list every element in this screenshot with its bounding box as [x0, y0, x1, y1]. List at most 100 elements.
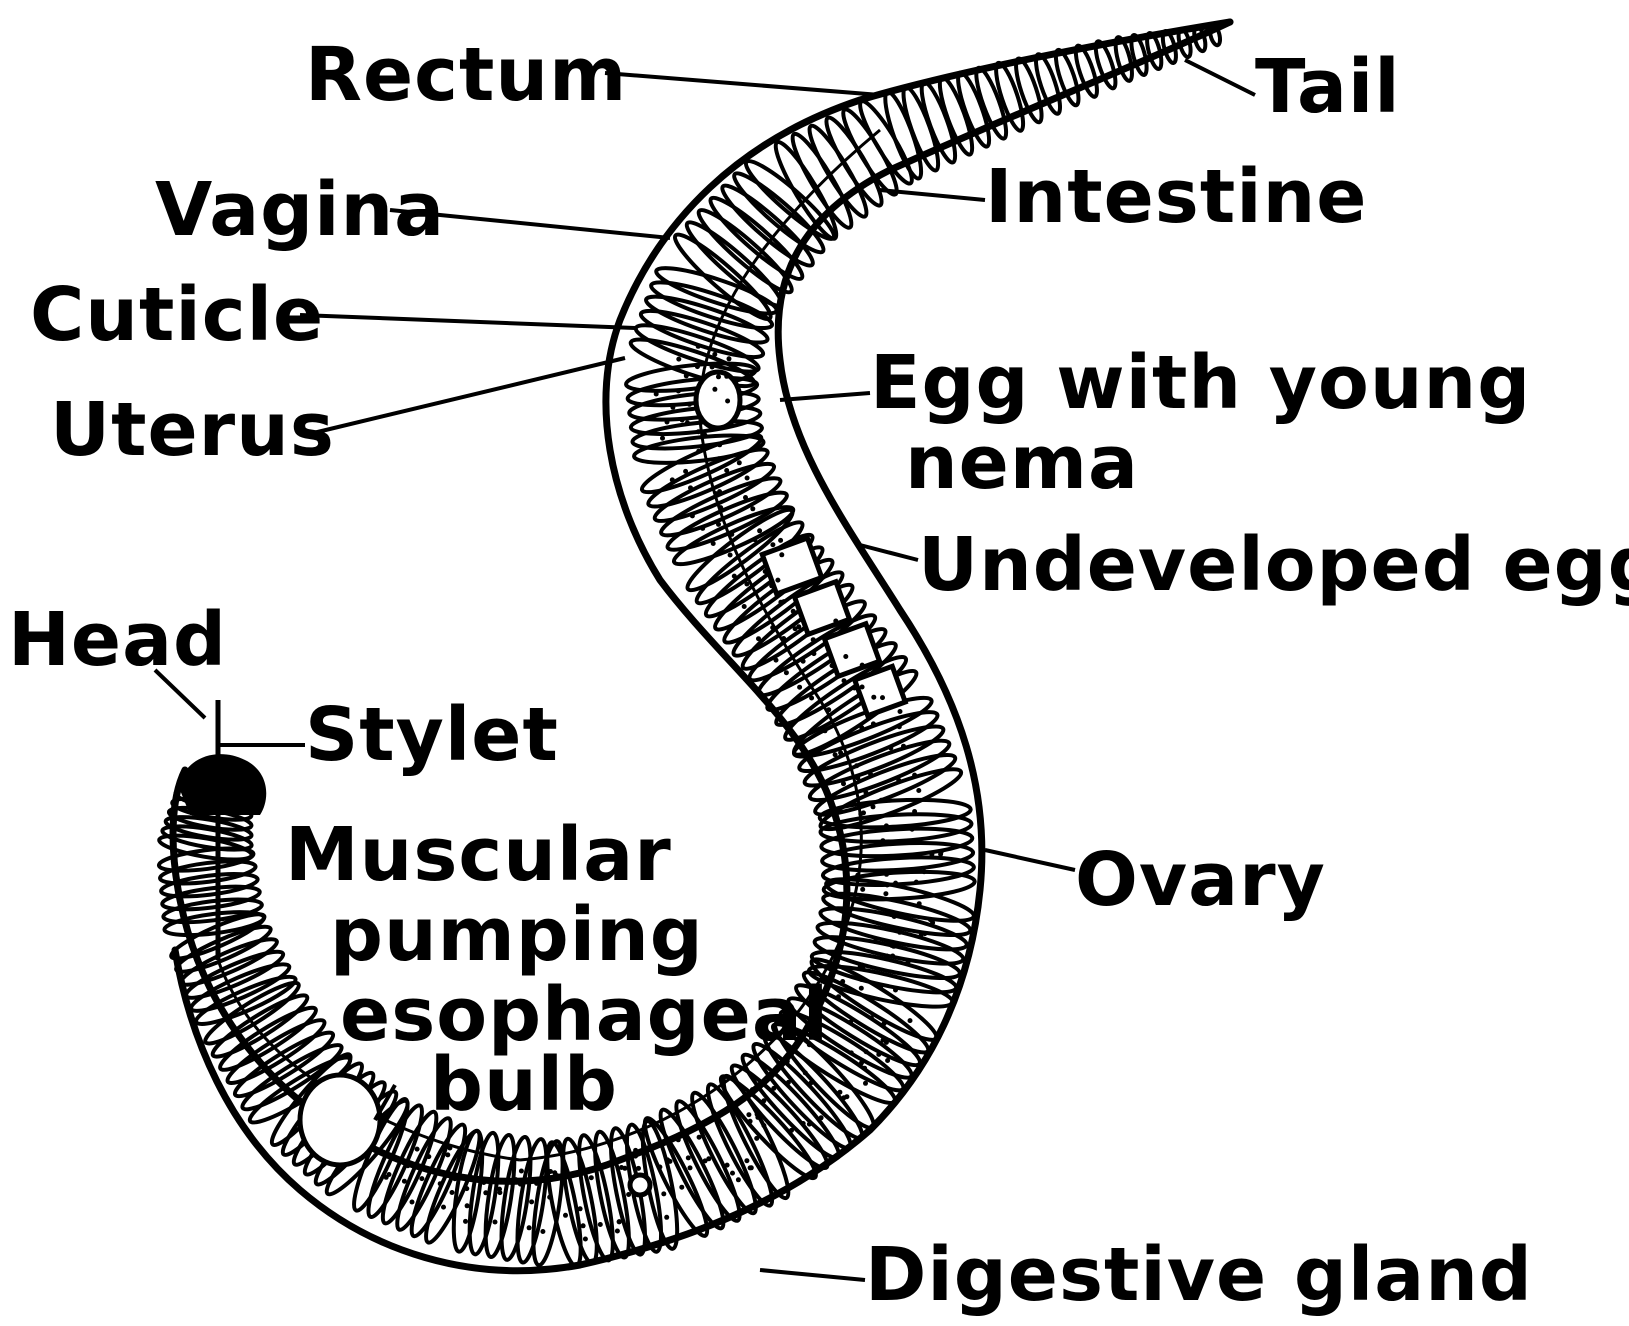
stipple-dot: [548, 1169, 553, 1174]
stipple-dot: [871, 695, 876, 700]
stipple-dot: [684, 373, 689, 378]
stipple-dot: [598, 1222, 603, 1227]
stipple-dot: [896, 778, 901, 783]
leader-uterus: [305, 358, 625, 435]
label-undeveloped-egg: Undeveloped egg: [918, 522, 1629, 608]
label-ovary: Ovary: [1075, 837, 1326, 923]
stipple-dot: [702, 433, 707, 438]
stipple-dot: [823, 728, 828, 733]
stipple-dot: [695, 364, 700, 369]
stipple-dot: [756, 636, 761, 641]
stipple-dot: [685, 420, 690, 425]
stipple-dot: [895, 825, 900, 830]
stipple-dot: [859, 977, 864, 982]
stipple-dot: [855, 873, 860, 878]
annulation-ring: [836, 105, 903, 200]
stipple-dot: [774, 658, 779, 663]
stipple-dot: [885, 954, 890, 959]
leader-rectum: [605, 73, 880, 95]
stipple-dot: [743, 495, 748, 500]
label-muscular-line4: bulb: [430, 1042, 618, 1128]
stipple-dot: [665, 420, 670, 425]
stipple-dot: [884, 823, 889, 828]
stipple-dot: [876, 1052, 881, 1057]
stipple-dot: [690, 513, 695, 518]
stipple-dot: [848, 1020, 853, 1025]
stipple-dot: [668, 1159, 673, 1164]
stipple-dot: [873, 939, 878, 944]
stipple-dot: [914, 880, 919, 885]
stipple-dot: [465, 1203, 470, 1208]
stipple-dot: [849, 1050, 854, 1055]
stipple-dot: [939, 850, 944, 855]
stipple-dot: [757, 528, 762, 533]
stipple-dot: [578, 1206, 583, 1211]
stipple-dot: [880, 838, 885, 843]
stipple-dot: [859, 986, 864, 991]
stipple-dot: [809, 696, 814, 701]
stipple-dot: [712, 387, 717, 392]
stipple-dot: [868, 772, 873, 777]
stipple-dot: [737, 460, 742, 465]
stipple-dot: [929, 852, 934, 857]
stipple-dot: [906, 959, 911, 964]
stipple-dot: [744, 1158, 749, 1163]
label-digestive-gland: Digestive gland: [865, 1232, 1533, 1318]
stipple-dot: [778, 538, 783, 543]
stipple-dot: [696, 449, 701, 454]
stipple-dot: [859, 725, 864, 730]
annulation-ring: [819, 113, 888, 211]
stipple-dot: [654, 392, 659, 397]
stipple-dot: [789, 1128, 794, 1133]
stipple-dot: [797, 685, 802, 690]
stipple-dot: [716, 374, 721, 379]
stipple-dot: [718, 505, 723, 510]
stipple-dot: [483, 1190, 488, 1195]
stipple-dot: [445, 1152, 450, 1157]
stipple-dot: [871, 804, 876, 809]
stipple-dot: [836, 994, 841, 999]
stipple-dot: [854, 763, 859, 768]
stipple-dot: [589, 1175, 594, 1180]
stipple-dot: [387, 1172, 392, 1177]
stipple-dot: [744, 582, 749, 587]
stipple-dot: [410, 1200, 415, 1205]
stipple-dot: [807, 1122, 812, 1127]
stipple-dot: [706, 1156, 711, 1161]
label-intestine: Intestine: [985, 154, 1367, 240]
stipple-dot: [897, 724, 902, 729]
stipple-dot: [728, 553, 733, 558]
stipple-dot: [742, 604, 747, 609]
stipple-dot: [447, 1146, 452, 1151]
label-stylet: Stylet: [305, 692, 559, 778]
stipple-dot: [893, 988, 898, 993]
stipple-dot: [801, 659, 806, 664]
stipple-dot: [583, 1237, 588, 1242]
leader-tail: [1185, 60, 1255, 95]
label-rectum: Rectum: [305, 32, 627, 118]
stipple-dot: [529, 1199, 534, 1204]
stipple-dot: [615, 1229, 620, 1234]
stipple-dot: [463, 1219, 468, 1224]
label-egg-line1: Egg with young: [870, 340, 1531, 426]
head-cap: [180, 754, 266, 815]
stipple-dot: [746, 1112, 751, 1117]
stipple-dot: [552, 1170, 557, 1175]
label-uterus: Uterus: [50, 387, 335, 473]
stipple-dot: [888, 746, 893, 751]
stipple-dot: [912, 809, 917, 814]
stipple-dot: [885, 1058, 890, 1063]
egg-young-nema: [696, 372, 740, 428]
stipple-dot: [696, 429, 701, 434]
stipple-dot: [450, 1190, 455, 1195]
stipple-dot: [752, 537, 757, 542]
stipple-dot: [837, 1090, 842, 1095]
stipple-dot: [736, 1177, 741, 1182]
stipple-dot: [633, 1148, 638, 1153]
label-egg-line2: nema: [905, 420, 1139, 506]
stipple-dot: [725, 399, 730, 404]
stipple-dot: [732, 574, 737, 579]
label-tail: Tail: [1255, 44, 1401, 130]
stipple-dot: [912, 773, 917, 778]
stipple-dot: [730, 1171, 735, 1176]
